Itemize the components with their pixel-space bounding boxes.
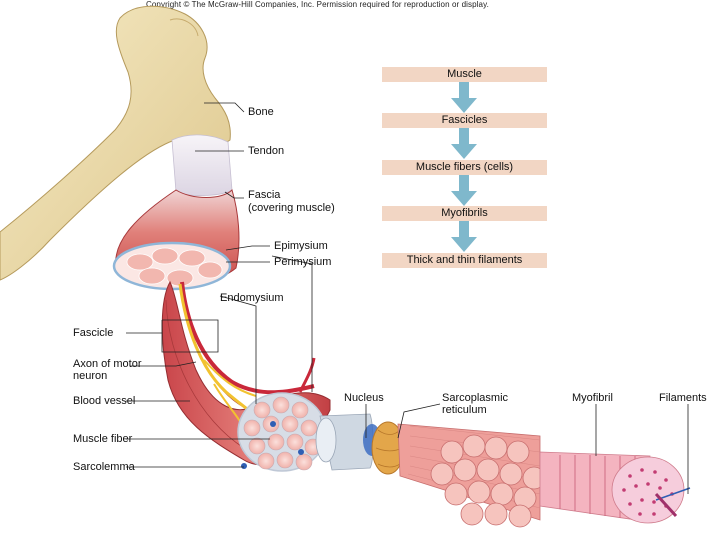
hierarchy-box-fascicles: Fascicles [382,113,547,128]
myofibril-bundle [397,423,546,528]
label-tendon: Tendon [248,145,285,157]
label-endomysium: Endomysium [220,292,284,304]
label-myofibril: Myofibril [572,392,613,404]
label-fascia-sub: (covering muscle) [248,202,335,214]
label-sarcoplasmic-line1: Sarcoplasmic [442,392,509,404]
label-epimysium: Epimysium [274,240,328,252]
label-muscle-fiber: Muscle fiber [73,433,133,445]
hierarchy-box-muscle-fibers: Muscle fibers (cells) [382,160,547,175]
label-sarcolemma: Sarcolemma [73,461,135,473]
hierarchy-box-filaments: Thick and thin filaments [382,253,547,268]
blood-vessel-shape [180,281,315,395]
label-blood-vessel: Blood vessel [73,395,136,407]
filaments-shape [654,487,691,518]
label-fascicle: Fascicle [73,327,114,339]
down-arrow-icon [451,221,477,252]
label-perimysium: Perimysium [274,256,332,268]
myofibril-shape [539,451,685,524]
label-fascia: Fascia [248,189,281,201]
label-sarcoplasmic-line2: reticulum [442,404,487,416]
hierarchy-box-muscle: Muscle [382,67,547,82]
label-axon-line1: Axon of motor [73,358,142,370]
label-bone: Bone [248,106,274,118]
down-arrow-icon [451,82,477,113]
bone-shape [0,5,231,281]
down-arrow-icon [451,175,477,206]
down-arrow-icon [451,128,477,159]
label-filaments: Filaments [659,392,707,404]
tendon-shape [171,134,233,196]
copyright-notice: Copyright © The McGraw-Hill Companies, I… [146,0,489,9]
label-axon-line2: neuron [73,370,108,382]
hierarchy-box-myofibrils: Myofibrils [382,206,547,221]
label-nucleus: Nucleus [344,392,384,404]
